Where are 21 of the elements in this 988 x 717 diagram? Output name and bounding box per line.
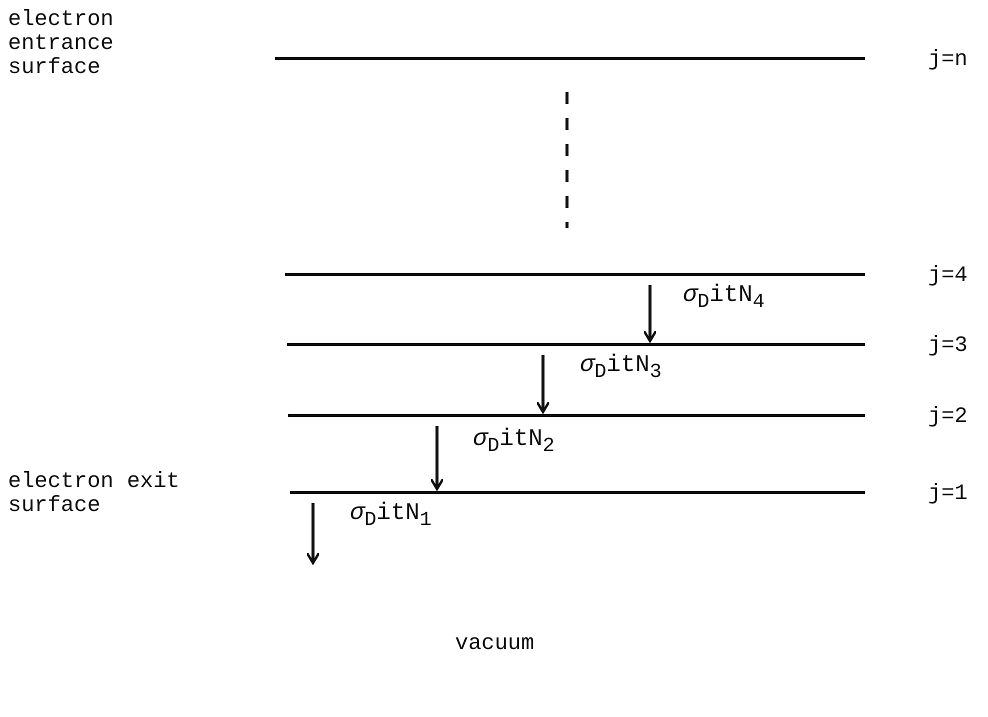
layer-label: j=n <box>928 48 968 72</box>
layer-label: j=4 <box>928 264 968 288</box>
arrow <box>430 426 444 490</box>
layer-label: j=3 <box>928 334 968 358</box>
arrow <box>642 285 658 342</box>
layer-line <box>275 57 865 60</box>
edge-label: σ$_{D}$itN$_{2}$ <box>473 426 555 460</box>
region-label: vacuum <box>455 632 534 656</box>
surface-label: electron exit surface <box>8 470 181 518</box>
layer-line <box>287 343 865 346</box>
edge-label: σ$_{D}$itN$_{1}$ <box>350 500 432 534</box>
layer-line <box>288 414 865 417</box>
layer-line <box>290 491 865 494</box>
layer-line <box>285 273 865 276</box>
layer-label: j=2 <box>928 405 968 429</box>
arrow <box>306 503 320 564</box>
surface-label: electron entrance surface <box>8 8 115 80</box>
edge-label: σ$_{D}$itN$_{4}$ <box>683 282 765 316</box>
edge-label: σ$_{D}$itN$_{3}$ <box>580 352 662 386</box>
arrow <box>536 355 550 414</box>
layer-label: j=1 <box>928 482 968 506</box>
